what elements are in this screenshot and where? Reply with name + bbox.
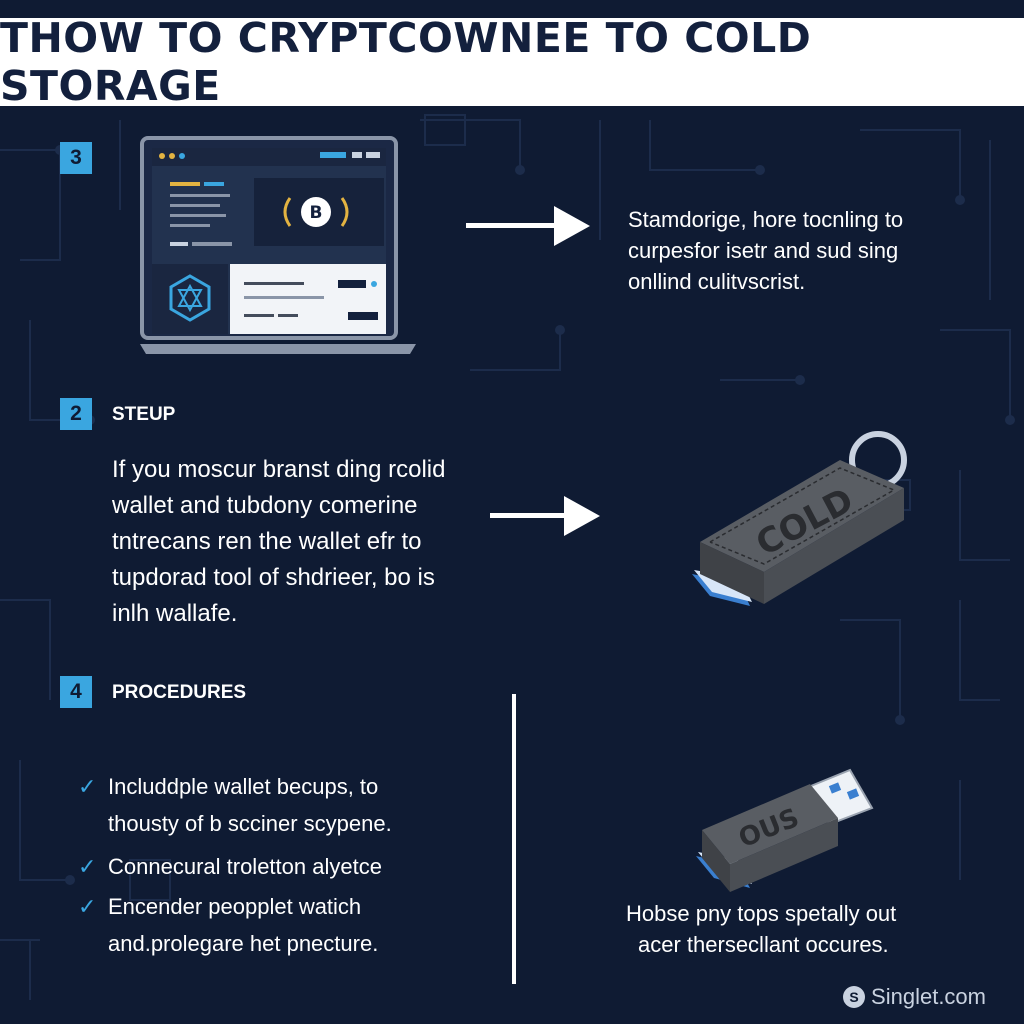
text-line: Stamdorige, hore tocnling to [628,207,904,232]
text-line: inlh wallafe. [112,600,238,627]
bitcoin-icon: B [283,197,349,227]
step-number-badge: 3 [60,142,92,174]
text-line: acer thersecllant occures. [638,932,889,957]
laptop-icon: B [140,136,416,354]
arrow-right-icon [466,206,590,246]
text-line: wallet and tubdony comerine [112,492,418,519]
check-icon: ✓ [78,894,97,919]
text-line: Encender peopplet watich [108,894,362,919]
step4-note: Hobse pny tops spetally out acer thersec… [626,898,896,960]
text-line: tntrecans ren the wallet efr to [112,528,422,555]
watermark-text: Singlet.com [871,984,986,1009]
step3-description: Stamdorige, hore tocnling to curpesfor i… [628,204,903,297]
divider [512,694,516,984]
text-line: Connecural troletton alyetce [108,854,382,879]
text-line: Hobse pny tops spetally out [626,901,897,926]
arrow-right-icon [490,496,600,536]
text-line: tupdorad tool of shdrieer, bo is [112,564,435,591]
hexagon-logo-icon [169,274,211,322]
checklist-item: ✓ Includdple wallet becups, to thousty o… [78,768,392,842]
usb-drive-icon: COLD [692,431,907,606]
step-heading: STEUP [112,404,176,425]
checklist-item: ✓ Connecural troletton alyetce [78,848,382,885]
check-icon: ✓ [78,854,97,879]
step-heading: PROCEDURES [112,682,247,703]
title-bar: THOW TO CRYPTCOWNEE TO COLD STORAGE [0,14,1024,110]
checklist-item: ✓ Encender peopplet watich and.prolegare… [78,888,378,962]
text-line: Includdple wallet becups, to [108,774,379,799]
text-line: thousty of b scciner scypene. [108,811,392,836]
step-number-badge: 4 [60,676,92,708]
check-icon: ✓ [78,774,97,799]
page-title: THOW TO CRYPTCOWNEE TO COLD STORAGE [0,14,812,110]
usb-drive-icon: OUS [696,768,874,892]
text-line: and.prolegare het pnecture. [108,931,379,956]
watermark: S Singlet.com [843,984,986,1010]
text-line: onllind culitvscrist. [628,269,806,294]
step-number-badge: 2 [60,398,92,430]
step2-description: If you moscur branst ding rcolid wallet … [112,452,445,632]
text-line: If you moscur branst ding rcolid [112,456,446,483]
logo-icon: S [843,986,866,1008]
text-line: curpesfor isetr and sud sing [628,238,899,263]
svg-text:B: B [310,203,323,223]
